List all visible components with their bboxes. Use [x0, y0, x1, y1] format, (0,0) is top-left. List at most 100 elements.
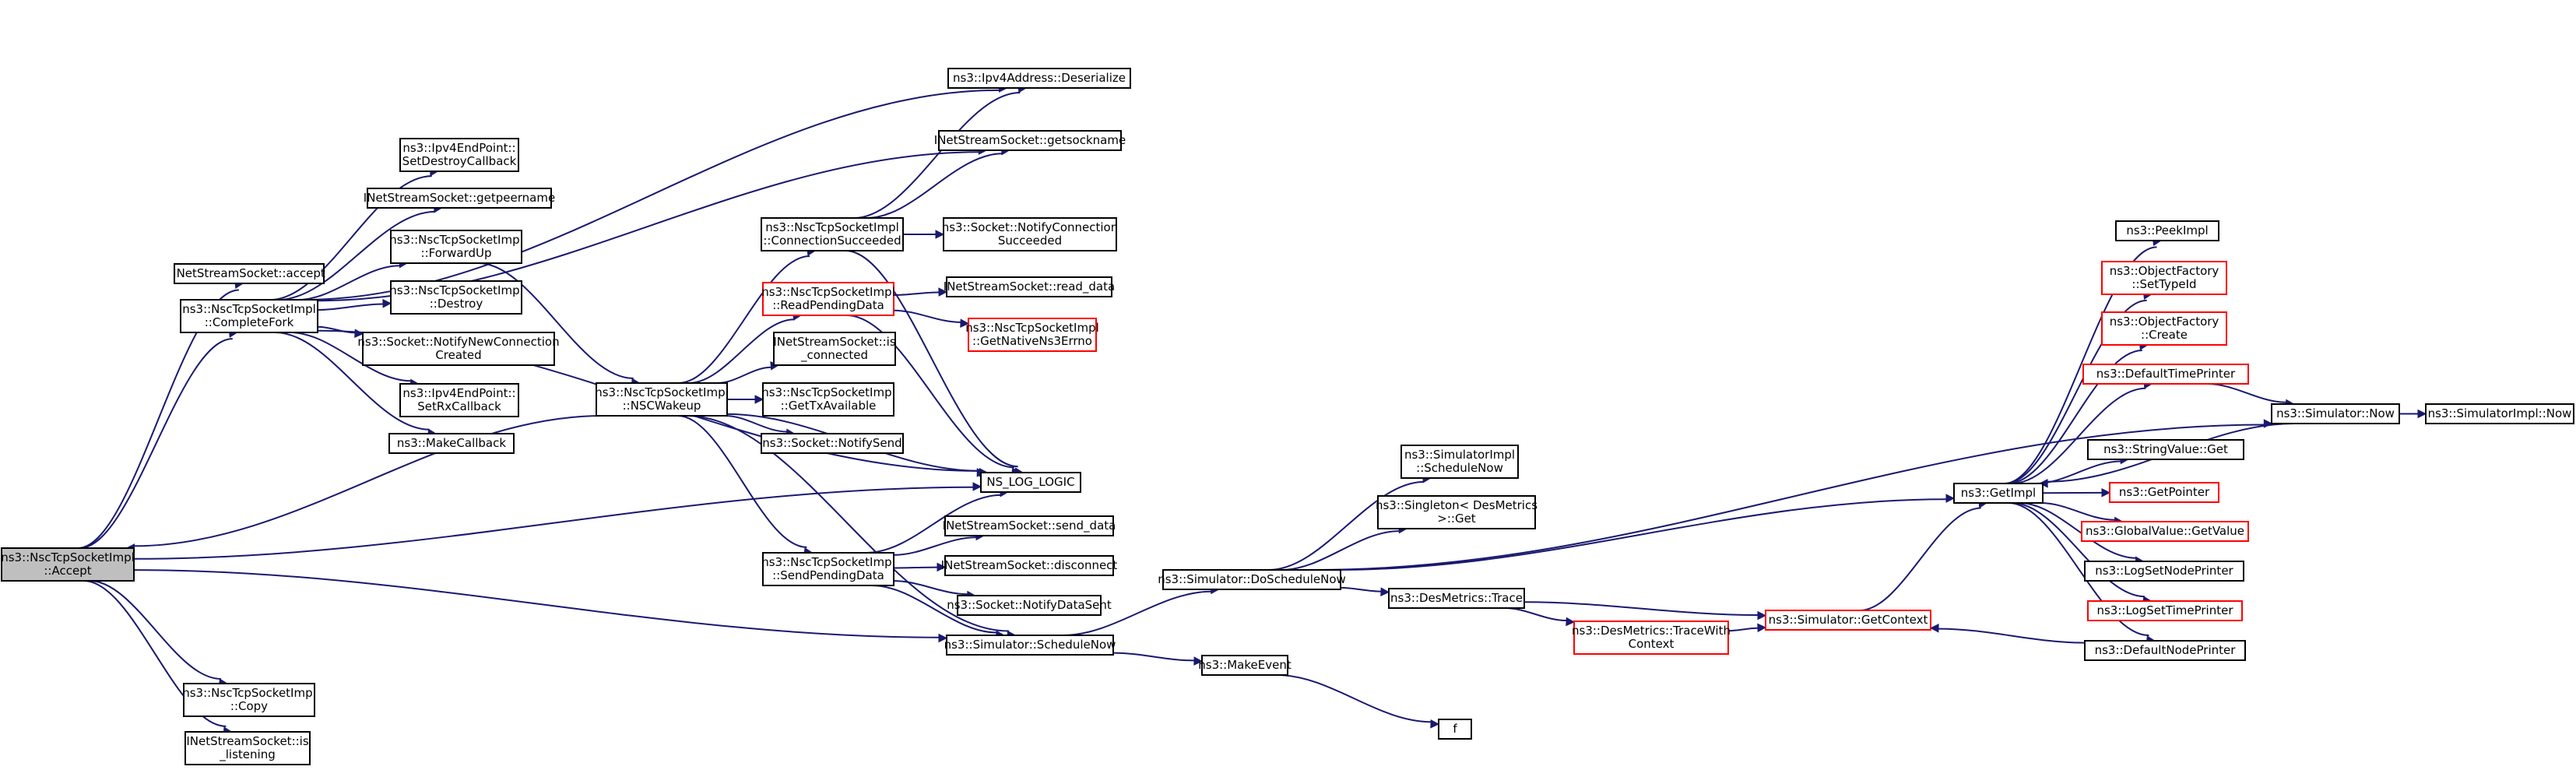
node-box[interactable]	[1573, 621, 1729, 655]
node-notify_datasent[interactable]: ns3::Socket::NotifyDataSent	[947, 595, 1112, 616]
node-completefork[interactable]: ns3::NscTcpSocketImpl::CompleteFork	[180, 299, 318, 333]
node-accept_root[interactable]: ns3::NscTcpSocketImpl::Accept	[1, 547, 135, 582]
node-singleton_get[interactable]: ns3::Singleton< DesMetrics >::Get	[1376, 495, 1538, 529]
node-simulator_now[interactable]: ns3::Simulator::Now	[2271, 403, 2400, 424]
node-getcontext[interactable]: ns3::Simulator::GetContext	[1765, 610, 1931, 631]
node-readpending[interactable]: ns3::NscTcpSocketImpl::ReadPendingData	[761, 282, 895, 316]
node-f[interactable]: f	[1438, 719, 1472, 740]
node-box[interactable]	[2115, 220, 2219, 241]
node-logsetnodeprinter[interactable]: ns3::LogSetNodePrinter	[2084, 561, 2244, 582]
node-box[interactable]	[185, 731, 311, 765]
node-box[interactable]	[2081, 521, 2249, 542]
node-box[interactable]	[938, 130, 1122, 151]
node-box[interactable]	[2082, 364, 2249, 385]
node-ns_log_logic[interactable]: NS_LOG_LOGIC	[980, 472, 1081, 493]
node-read_data[interactable]: INetStreamSocket::read_data	[944, 276, 1115, 297]
node-notifysend[interactable]: ns3::Socket::NotifySend	[761, 433, 904, 454]
node-send_data[interactable]: INetStreamSocket::send_data	[943, 515, 1116, 536]
node-box[interactable]	[362, 332, 555, 366]
node-box[interactable]	[2084, 561, 2244, 582]
node-getsockname[interactable]: INetStreamSocket::getsockname	[934, 130, 1126, 151]
node-box[interactable]	[2087, 600, 2243, 621]
node-objfactory_create[interactable]: ns3::ObjectFactory::Create	[2101, 311, 2227, 346]
node-sendpending[interactable]: ns3::NscTcpSocketImpl::SendPendingData	[761, 552, 895, 586]
node-box[interactable]	[390, 280, 522, 315]
node-box[interactable]	[762, 282, 894, 316]
node-box[interactable]	[399, 383, 519, 417]
node-defaulttimeprinter[interactable]: ns3::DefaultTimePrinter	[2082, 364, 2249, 385]
node-inet_accept[interactable]: INetStreamSocket::accept	[173, 263, 325, 284]
node-doschedulenow[interactable]: ns3::Simulator::DoScheduleNow	[1158, 569, 1346, 590]
node-box[interactable]	[1765, 610, 1931, 631]
node-simimpl_now[interactable]: ns3::SimulatorImpl::Now	[2425, 403, 2574, 424]
node-box[interactable]	[367, 188, 552, 209]
node-conn_succeeded[interactable]: ns3::NscTcpSocketImpl::ConnectionSucceed…	[761, 217, 904, 251]
node-stringvalue_get[interactable]: ns3::StringValue::Get	[2087, 439, 2244, 460]
node-box[interactable]	[183, 683, 315, 717]
node-getimpl[interactable]: ns3::GetImpl	[1953, 483, 2044, 504]
node-box[interactable]	[390, 230, 522, 264]
node-is_listening[interactable]: INetStreamSocket::is_listening	[185, 731, 311, 765]
node-box[interactable]	[1377, 495, 1536, 529]
node-logsettimeprinter[interactable]: ns3::LogSetTimePrinter	[2087, 600, 2243, 621]
node-box[interactable]	[1400, 445, 1519, 479]
node-getpeername[interactable]: INetStreamSocket::getpeername	[364, 188, 555, 209]
node-defaultnodeprinter[interactable]: ns3::DefaultNodePrinter	[2084, 640, 2246, 661]
node-box[interactable]	[761, 217, 904, 251]
node-gettxavail[interactable]: ns3::NscTcpSocketImpl::GetTxAvailable	[761, 382, 895, 417]
node-box[interactable]	[2109, 482, 2219, 503]
node-box[interactable]	[944, 515, 1114, 536]
node-box[interactable]	[968, 318, 1097, 352]
node-box[interactable]	[761, 433, 904, 454]
node-makecallback[interactable]: ns3::MakeCallback	[388, 433, 515, 454]
node-globalvalue_getvalue[interactable]: ns3::GlobalValue::GetValue	[2081, 521, 2249, 542]
node-nscwakeup[interactable]: ns3::NscTcpSocketImpl::NSCWakeup	[595, 382, 729, 417]
node-makeevent[interactable]: ns3::MakeEvent	[1198, 655, 1292, 676]
node-ipv4ep_rx[interactable]: ns3::Ipv4EndPoint::SetRxCallback	[399, 383, 519, 417]
node-objfactory_settypeid[interactable]: ns3::ObjectFactory::SetTypeId	[2101, 261, 2227, 295]
node-desmetrics_trace[interactable]: ns3::DesMetrics::Trace	[1388, 588, 1525, 609]
node-box[interactable]	[388, 433, 515, 454]
node-box[interactable]	[1, 547, 135, 582]
node-box[interactable]	[943, 217, 1117, 251]
node-box[interactable]	[980, 472, 1081, 493]
node-box[interactable]	[1438, 719, 1472, 740]
node-box[interactable]	[2425, 403, 2574, 424]
node-schedulenow[interactable]: ns3::Simulator::ScheduleNow	[944, 635, 1116, 656]
node-box[interactable]	[946, 276, 1112, 297]
node-box[interactable]	[1953, 483, 2044, 504]
node-box[interactable]	[174, 263, 325, 284]
node-box[interactable]	[947, 68, 1131, 89]
node-box[interactable]	[957, 595, 1102, 616]
node-box[interactable]	[180, 299, 318, 333]
node-box[interactable]	[944, 555, 1114, 576]
node-box[interactable]	[2084, 640, 2246, 661]
node-ipv4ep_destroy[interactable]: ns3::Ipv4EndPoint::SetDestroyCallback	[399, 138, 519, 172]
node-box[interactable]	[762, 382, 894, 417]
node-box[interactable]	[596, 382, 728, 417]
node-box[interactable]	[946, 635, 1114, 656]
node-box[interactable]	[399, 138, 519, 172]
node-box[interactable]	[1388, 588, 1525, 609]
node-box[interactable]	[762, 552, 894, 586]
node-is_connected[interactable]: INetStreamSocket::is_connected	[773, 332, 896, 366]
node-destroy[interactable]: ns3::NscTcpSocketImpl::Destroy	[389, 280, 523, 315]
node-box[interactable]	[1162, 569, 1341, 590]
node-getpointer[interactable]: ns3::GetPointer	[2109, 482, 2219, 503]
node-box[interactable]	[2101, 311, 2227, 346]
node-getnativeerr[interactable]: ns3::NscTcpSocketImpl::GetNativeNs3Errno	[965, 318, 1099, 352]
node-box[interactable]	[2101, 261, 2227, 295]
node-box[interactable]	[773, 332, 896, 366]
node-forwardup[interactable]: ns3::NscTcpSocketImpl::ForwardUp	[389, 230, 523, 264]
node-box[interactable]	[1201, 655, 1288, 676]
node-box[interactable]	[2087, 439, 2244, 460]
node-ipv4_deser[interactable]: ns3::Ipv4Address::Deserialize	[947, 68, 1131, 89]
node-box[interactable]	[2271, 403, 2400, 424]
node-simimpl_schedulenow[interactable]: ns3::SimulatorImpl::ScheduleNow	[1400, 445, 1519, 479]
node-peekimpl[interactable]: ns3::PeekImpl	[2115, 220, 2219, 241]
node-disconnect[interactable]: INetStreamSocket::disconnect	[941, 555, 1118, 576]
node-copy[interactable]: ns3::NscTcpSocketImpl::Copy	[182, 683, 316, 717]
